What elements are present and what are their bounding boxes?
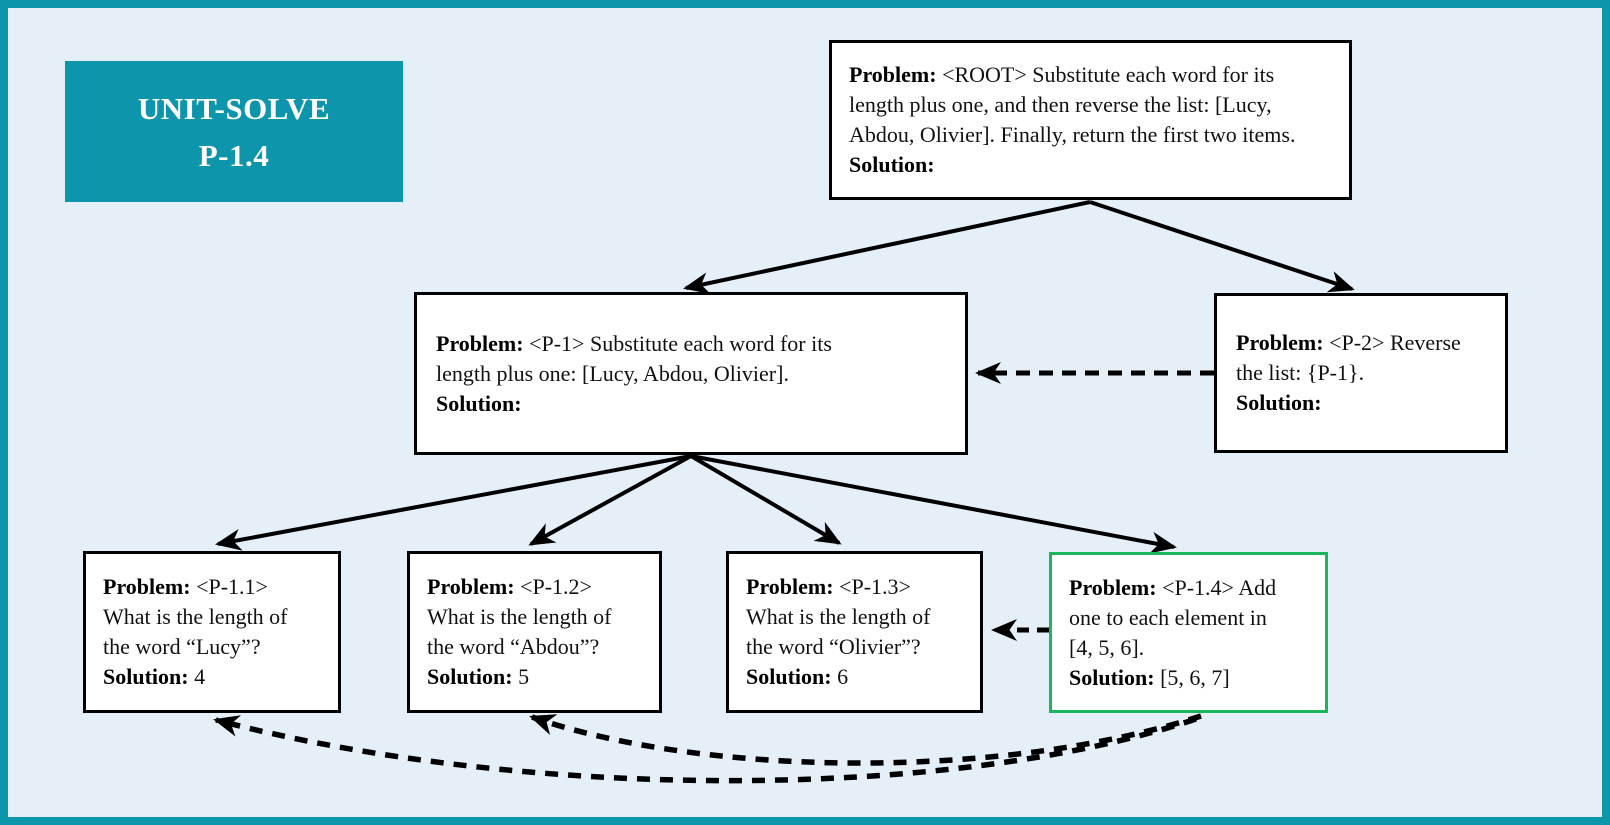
edge-p1-to-p13 xyxy=(689,454,842,545)
edge-p1-to-p14 xyxy=(690,454,1177,554)
node-text-line: Solution: xyxy=(436,390,522,416)
node-text-line: What is the length of xyxy=(427,604,612,629)
node-text-line: Problem: <P-1> Substitute each word for … xyxy=(436,330,832,356)
node-text-line: Solution: [5, 6, 7] xyxy=(1069,664,1230,690)
node-p1-1: Problem: <P-1.1> What is the length of the… xyxy=(83,551,341,713)
node-text-line: Abdou, Olivier]. Finally, return the fir… xyxy=(849,122,1296,147)
title-badge-line1: UNIT-SOLVE xyxy=(137,90,331,126)
edge-root-to-p2 xyxy=(1089,200,1355,293)
node-p1-2: Problem: <P-1.2> What is the length of the… xyxy=(407,551,662,713)
node-text-line: Problem: <P-1.1> xyxy=(103,574,268,599)
node-text-line: length plus one: [Lucy, Abdou, Olivier]. xyxy=(436,360,789,386)
node-text-line: What is the length of xyxy=(746,604,931,629)
node-p1: Problem: <P-1> Substitute each word for … xyxy=(414,292,968,455)
node-text-line: the word “Abdou”? xyxy=(427,634,600,659)
node-text-line: Solution: 4 xyxy=(103,664,206,689)
node-text-line: Solution: xyxy=(1236,390,1322,415)
node-text-line: Solution: 5 xyxy=(427,664,530,689)
node-text-line: What is the length of xyxy=(103,604,288,629)
edge-root-to-p1 xyxy=(683,200,1091,294)
node-text-line: length plus one, and then reverse the li… xyxy=(849,92,1272,117)
edge-p1-to-p11 xyxy=(215,454,692,551)
dashed-edge-p14-to-p11 xyxy=(213,715,1197,784)
node-p2: Problem: <P-2> Reverse the list: {P-1}. So… xyxy=(1214,293,1508,453)
node-text-line: Problem: <ROOT> Substitute each word for… xyxy=(849,62,1275,87)
node-p1-4-highlighted: Problem: <P-1.4> Add one to each element … xyxy=(1049,552,1328,713)
title-badge: UNIT-SOLVE P-1.4 xyxy=(65,61,403,202)
node-text-line: Solution: 6 xyxy=(746,664,849,689)
node-text-line: Problem: <P-1.3> xyxy=(746,574,911,599)
node-text-line: the word “Olivier”? xyxy=(746,634,921,659)
node-text-line: Problem: <P-1.4> Add xyxy=(1069,574,1277,600)
node-text-line: one to each element in xyxy=(1069,604,1267,630)
node-text-line: Problem: <P-1.2> xyxy=(427,574,592,599)
node-text-line: the list: {P-1}. xyxy=(1236,360,1365,385)
node-root: Problem: <ROOT> Substitute each word for… xyxy=(829,40,1352,200)
node-text-line: Problem: <P-2> Reverse xyxy=(1236,330,1461,355)
node-text-line: Solution: xyxy=(849,152,935,177)
node-text-line: [4, 5, 6]. xyxy=(1069,634,1145,660)
edge-p1-to-p12 xyxy=(528,454,692,546)
dashed-edge-p14-to-p12 xyxy=(529,713,1202,766)
title-badge-line2: P-1.4 xyxy=(198,137,270,173)
node-text-line: the word “Lucy”? xyxy=(103,634,261,659)
node-p1-3: Problem: <P-1.3> What is the length of the… xyxy=(726,551,983,713)
